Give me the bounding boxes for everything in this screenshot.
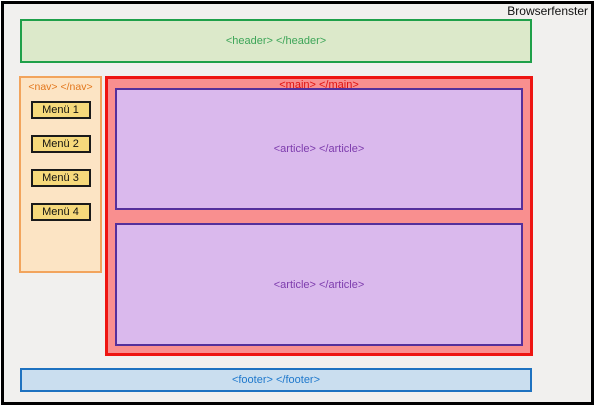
window-title: Browserfenster — [507, 4, 588, 18]
menu-button-3[interactable]: Menü 3 — [30, 169, 91, 187]
footer-box: <footer> </footer> — [20, 368, 532, 392]
nav-box: <nav> </nav> Menü 1 Menü 2 Menü 3 Menü 4 — [19, 76, 102, 273]
menu-button-4[interactable]: Menü 4 — [30, 203, 91, 221]
header-label: <header> </header> — [225, 35, 327, 47]
browser-window-frame: Browserfenster <header> </header> <nav> … — [1, 1, 594, 405]
footer-label: <footer> </footer> — [231, 374, 321, 386]
article-box-1: <article> </article> — [115, 88, 523, 210]
main-box: <main> </main> <article> </article> <art… — [105, 76, 533, 356]
nav-label: <nav> </nav> — [28, 81, 93, 93]
menu-list: Menü 1 Menü 2 Menü 3 Menü 4 — [21, 101, 100, 221]
menu-button-1[interactable]: Menü 1 — [30, 101, 91, 119]
menu-button-2[interactable]: Menü 2 — [30, 135, 91, 153]
article-label-2: <article> </article> — [273, 278, 365, 291]
article-box-2: <article> </article> — [115, 223, 523, 346]
article-label-1: <article> </article> — [273, 143, 365, 155]
header-box: <header> </header> — [20, 19, 532, 63]
